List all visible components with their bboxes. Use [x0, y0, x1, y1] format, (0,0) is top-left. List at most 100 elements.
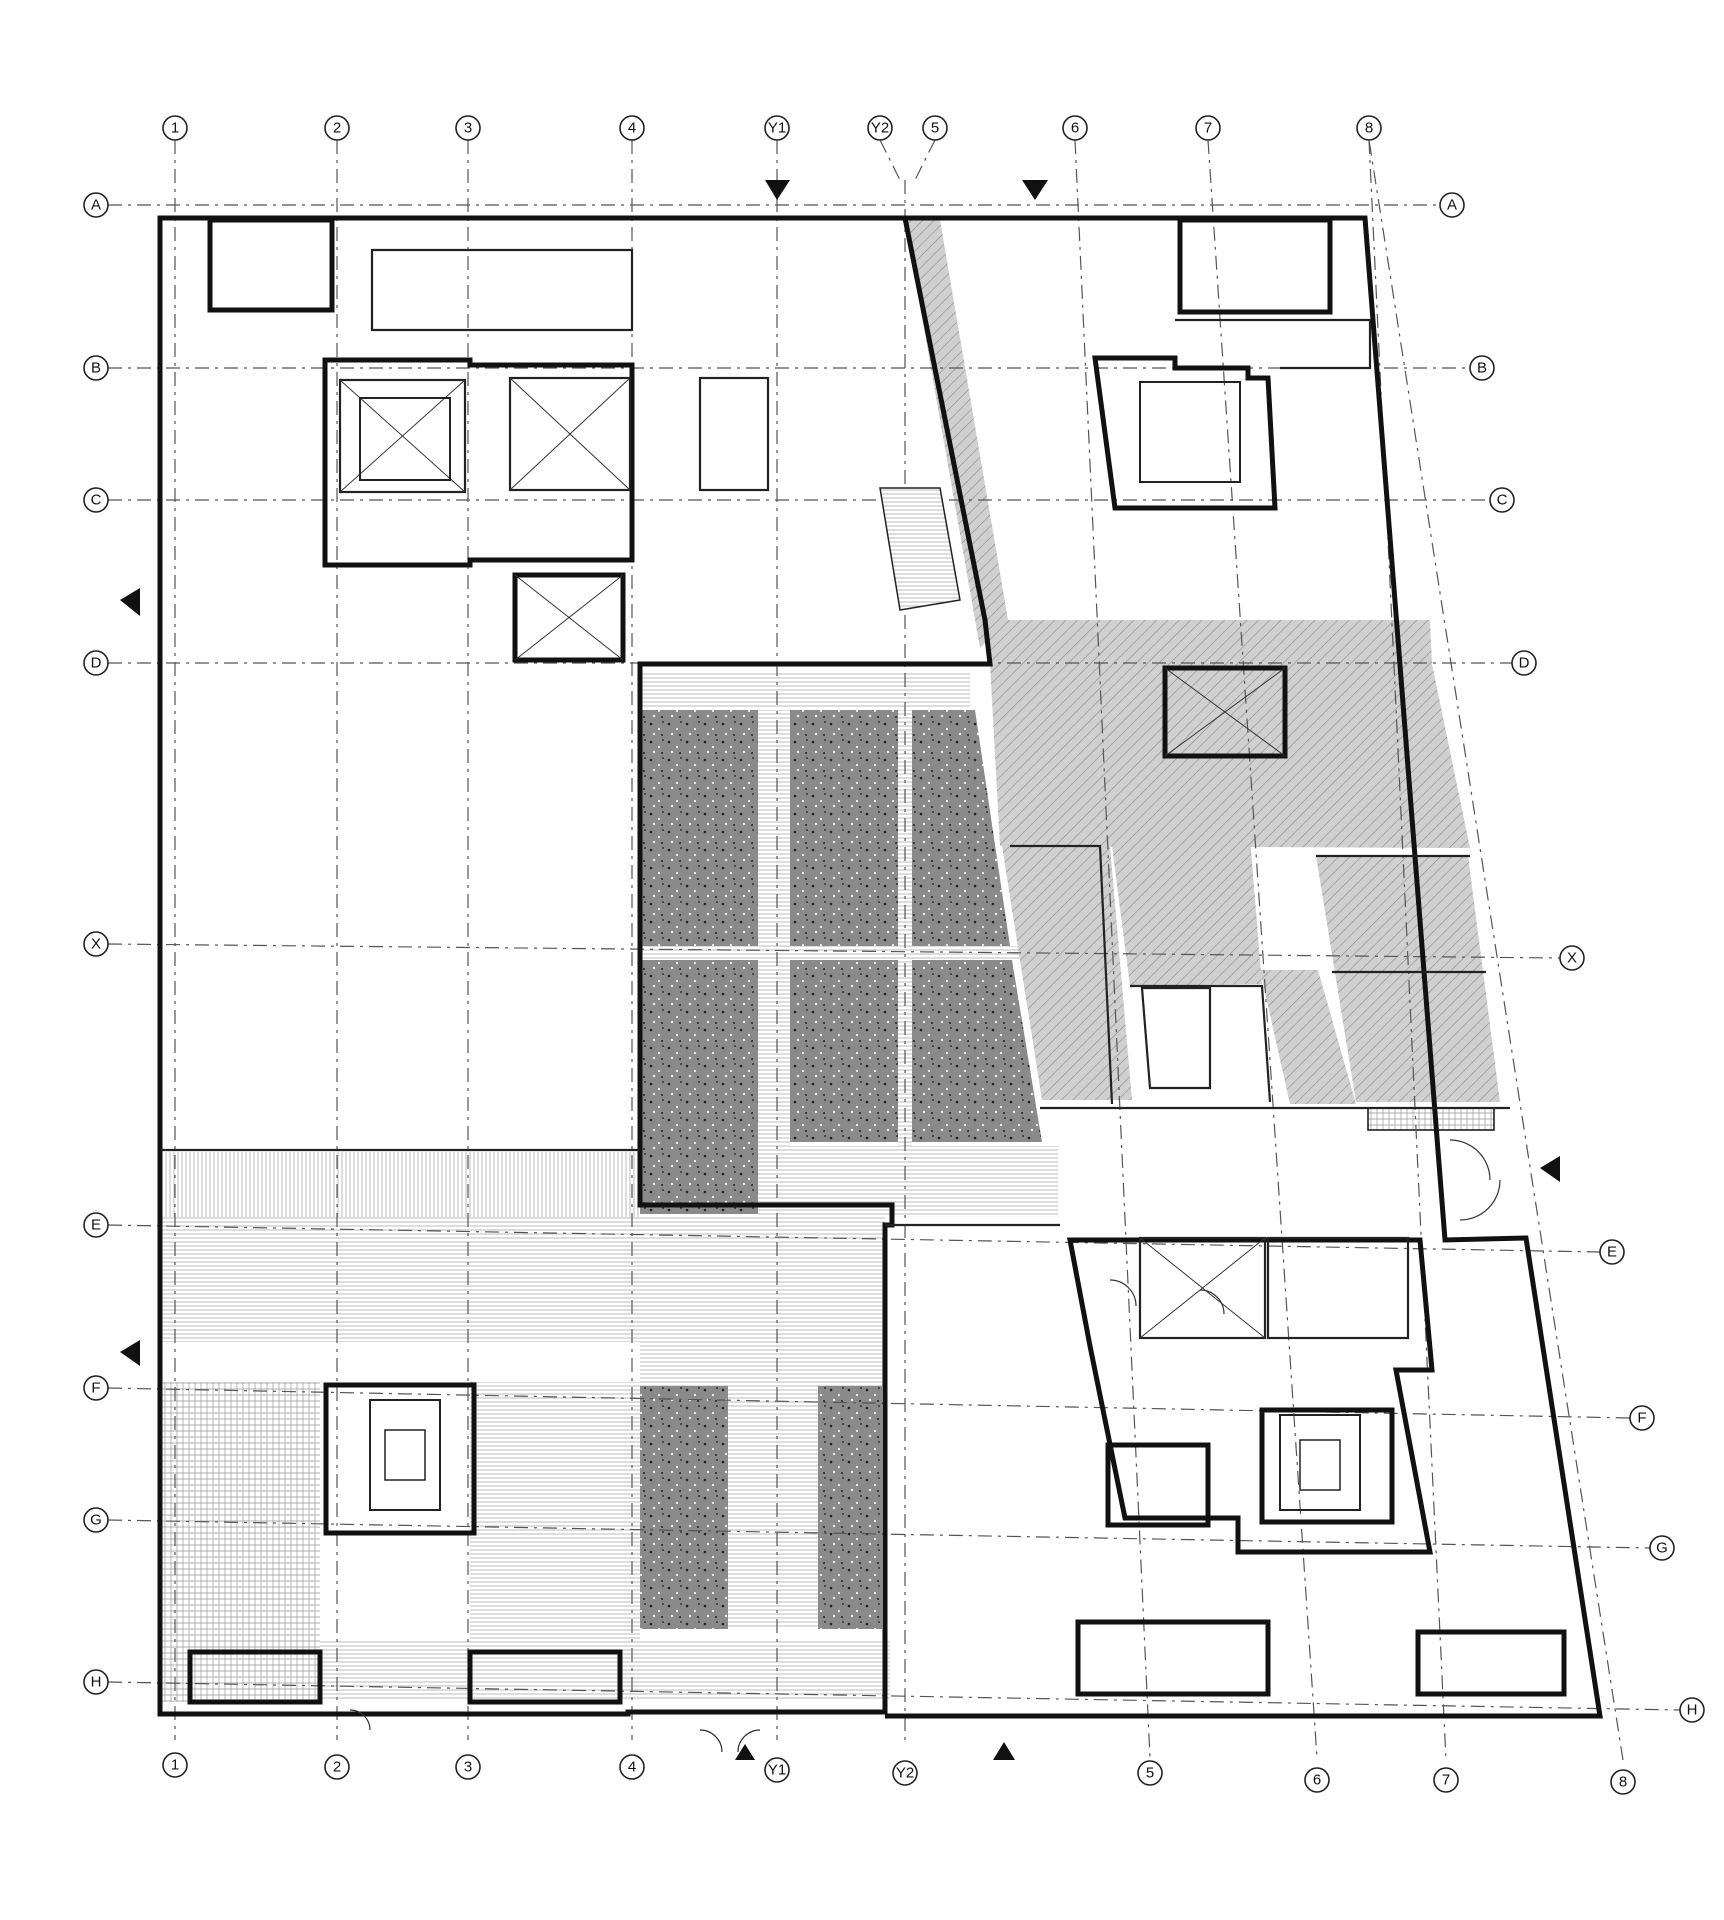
svg-text:A: A [91, 197, 101, 214]
svg-text:2: 2 [333, 120, 341, 137]
svg-text:7: 7 [1204, 120, 1212, 137]
grid-bubble: 6 [1304, 1767, 1330, 1793]
grid-bubble: 7 [1195, 115, 1221, 141]
entry-arrow-icon [120, 588, 140, 616]
grid-bubble: B [83, 355, 109, 381]
grid-bubble: 1 [162, 115, 188, 141]
svg-text:A: A [1447, 197, 1457, 214]
gravel-bed [790, 710, 898, 946]
grid-bubble: E [83, 1212, 109, 1238]
svg-text:Y1: Y1 [768, 120, 786, 137]
grid-bubbles-bottom: 1 2 3 4 Y1 Y2 5 6 7 8 [162, 1752, 1636, 1795]
svg-text:B: B [1477, 360, 1487, 377]
grid-bubble: 3 [455, 1754, 481, 1780]
bike-parking-area [470, 1382, 640, 1640]
grid-bubble: H [83, 1669, 109, 1695]
svg-text:Y1: Y1 [768, 1762, 786, 1779]
grid-bubble: 3 [455, 115, 481, 141]
bike-parking-area [160, 1152, 640, 1217]
grid-bubble: X [83, 931, 109, 957]
grid-bubble: F [83, 1375, 109, 1401]
svg-text:D: D [91, 655, 102, 672]
grid-bubble: B [1469, 355, 1495, 381]
svg-text:C: C [91, 492, 102, 509]
paving-strip [640, 1216, 885, 1386]
hatch-zones [160, 220, 1500, 1702]
grid-bubble: D [1511, 650, 1537, 676]
service-zone [1316, 856, 1500, 1102]
grid-bubble: 5 [922, 115, 948, 141]
grid-bubble: Y2 [867, 115, 893, 141]
grid-bubble: 5 [1137, 1760, 1163, 1786]
grid-bubble: 8 [1610, 1769, 1636, 1795]
svg-text:H: H [91, 1674, 102, 1691]
grid-bubbles-right: A B C D X E F G H [1439, 192, 1705, 1723]
svg-text:D: D [1519, 655, 1530, 672]
svg-text:B: B [91, 360, 101, 377]
grid-bubble: C [1489, 487, 1515, 513]
grid-bubble: Y1 [764, 1757, 790, 1783]
svg-text:8: 8 [1619, 1774, 1627, 1791]
gravel-bed [912, 710, 1010, 946]
gravel-bed [912, 960, 1042, 1142]
grid-bubble: G [1649, 1535, 1675, 1561]
grille [1367, 1107, 1495, 1131]
section-markers [120, 180, 1560, 1760]
svg-text:2: 2 [333, 1759, 341, 1776]
stairs [359, 381, 1361, 1511]
svg-text:X: X [1567, 950, 1577, 967]
svg-text:G: G [90, 1512, 102, 1529]
svg-text:C: C [1497, 492, 1508, 509]
paving-strip [640, 672, 970, 708]
grid-bubble: 1 [162, 1752, 188, 1778]
grid-bubble: 4 [619, 1754, 645, 1780]
entry-arrow-icon [1022, 180, 1048, 200]
gravel-bed [640, 960, 758, 1214]
paving-strip [758, 710, 790, 1146]
svg-text:4: 4 [628, 120, 636, 137]
grid-bubble: H [1679, 1697, 1705, 1723]
grid-bubble: A [83, 192, 109, 218]
grid-bubble: F [1629, 1405, 1655, 1431]
svg-text:4: 4 [628, 1759, 636, 1776]
grid-bubble: 2 [324, 1754, 350, 1780]
grid-bubble: Y1 [764, 115, 790, 141]
svg-text:X: X [91, 936, 101, 953]
entry-arrow-icon [993, 1742, 1015, 1760]
svg-text:E: E [91, 1217, 101, 1234]
svg-text:E: E [1607, 1244, 1617, 1261]
doors [349, 1139, 1501, 1753]
grid-bubble: 4 [619, 115, 645, 141]
paving-strip [728, 1385, 818, 1629]
gravel-bed [790, 960, 898, 1142]
svg-text:H: H [1687, 1702, 1698, 1719]
svg-text:1: 1 [171, 1757, 179, 1774]
entry-arrow-icon [765, 180, 790, 200]
svg-text:Y2: Y2 [871, 120, 889, 137]
grid-bubble: Y2 [892, 1760, 918, 1786]
gravel-bed [640, 1385, 728, 1629]
grid-bubble: 7 [1433, 1767, 1459, 1793]
svg-text:3: 3 [464, 1759, 472, 1776]
grid-bubble: X [1559, 945, 1585, 971]
service-zone [1112, 838, 1262, 986]
entry-arrow-icon [735, 1744, 755, 1760]
grid-bubble: D [83, 650, 109, 676]
svg-text:F: F [1637, 1410, 1646, 1427]
entry-arrow-icon [1540, 1156, 1560, 1182]
bike-parking-area [160, 1217, 640, 1342]
ramp-landing [980, 620, 1432, 664]
svg-text:5: 5 [931, 120, 939, 137]
building-walls [157, 215, 1603, 1719]
gravel-bed [640, 710, 758, 946]
svg-text:6: 6 [1313, 1772, 1321, 1789]
gravel-bed [818, 1385, 882, 1629]
grid-bubble: 8 [1356, 115, 1382, 141]
svg-text:7: 7 [1442, 1772, 1450, 1789]
svg-text:G: G [1656, 1540, 1668, 1557]
bike-parking-area [160, 1382, 320, 1702]
service-zone [1002, 846, 1132, 1100]
grid-bubble: 6 [1062, 115, 1088, 141]
grid-bubble: 2 [324, 115, 350, 141]
